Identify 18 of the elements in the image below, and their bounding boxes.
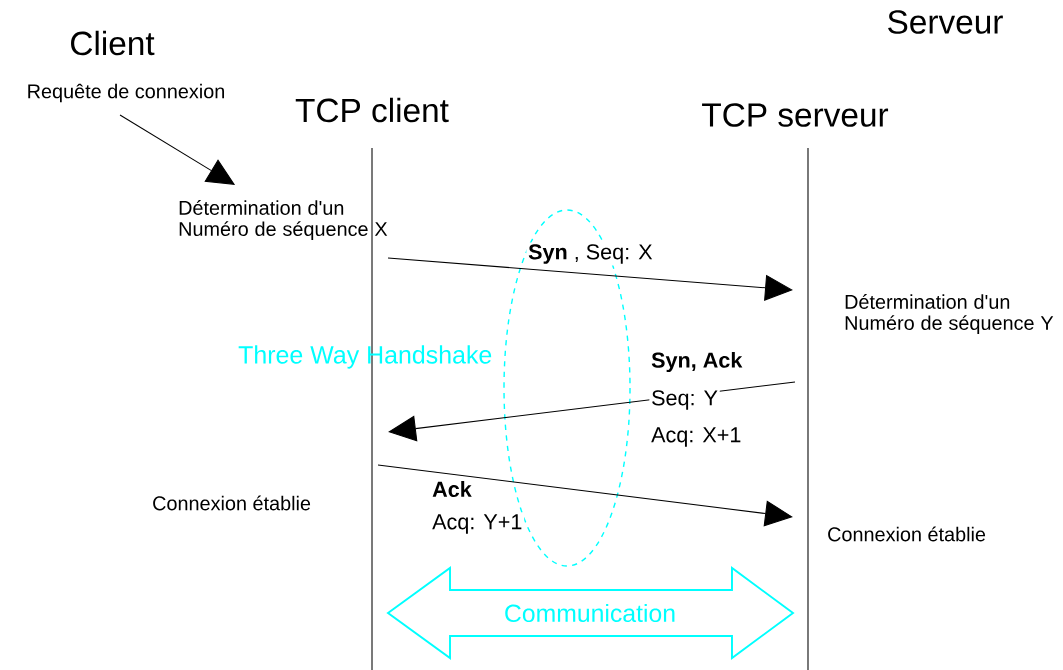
note-text: Connexion établie (825, 524, 988, 544)
note-text: Connexion établie (150, 493, 313, 513)
message-label: Acq: X+1 (649, 425, 744, 449)
group-label: Three Way Handshake (238, 345, 492, 369)
note-text: Détermination d'un Numéro de séquence X (179, 200, 388, 240)
edge-label: Syn , Seq: X (526, 242, 655, 266)
message-label: Seq: Y (649, 388, 720, 412)
arrow (377, 464, 793, 527)
note-text: Détermination d'un Numéro de séquence Y (842, 292, 1063, 336)
heading-text: Serveur (884, 8, 1006, 36)
arrow (388, 381, 796, 442)
note-text: Requête de connexion (28, 83, 224, 103)
edge-label: Communication (502, 602, 678, 624)
message-label: Syn, Ack (649, 350, 745, 374)
message-label: Acq: Y+1 (430, 512, 525, 536)
message-label: Ack (430, 479, 474, 499)
arrow (387, 257, 793, 301)
heading-text: Client (67, 29, 157, 57)
